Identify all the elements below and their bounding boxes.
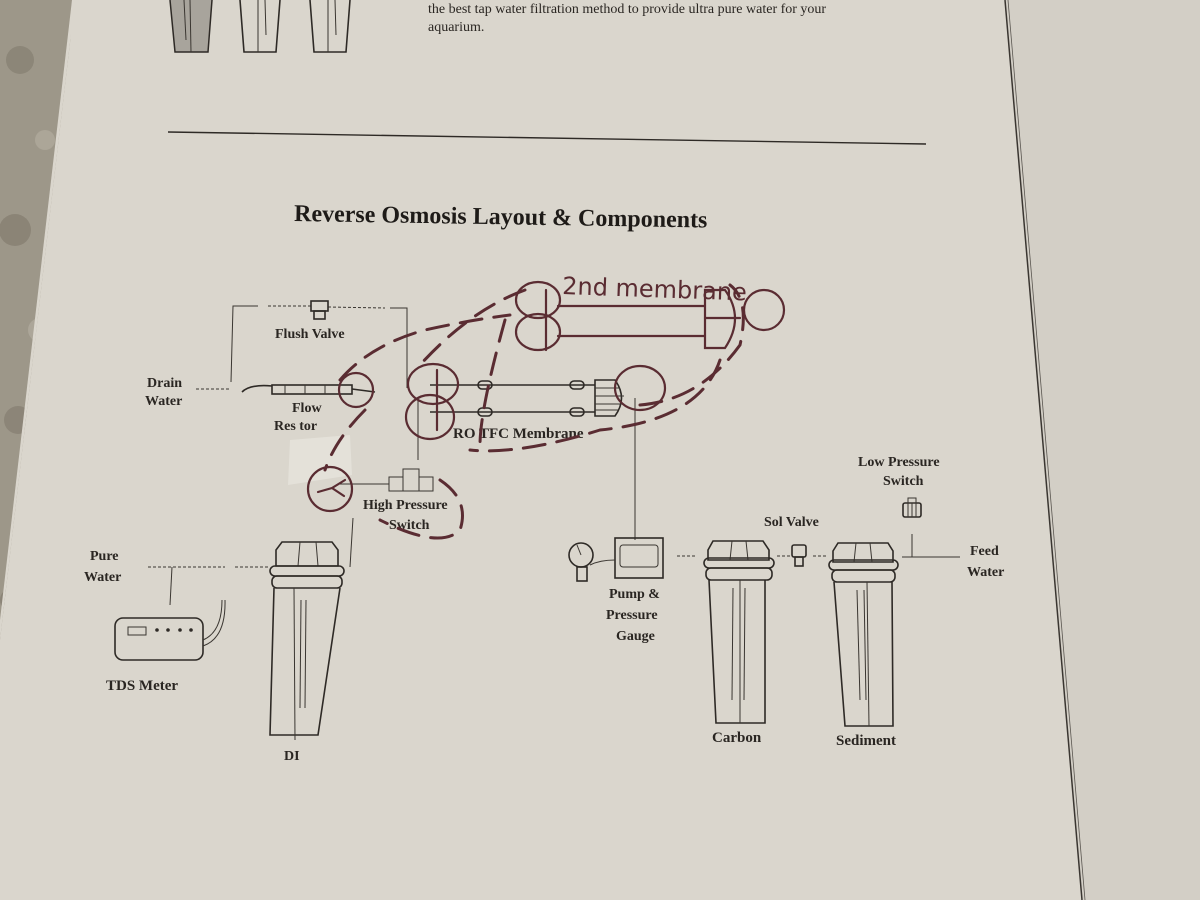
drain-water-label-1: Drain — [147, 376, 182, 391]
pump-pressure-gauge-icon — [568, 537, 695, 582]
sediment-label: Sediment — [836, 733, 896, 749]
feed-water-label-1: Feed — [970, 544, 999, 559]
intro-text-line-2: aquarium. — [428, 20, 484, 35]
handwritten-2nd-membrane-label: 2nd membrane — [562, 272, 748, 306]
flow-restrictor-label-2: Res tor — [274, 419, 317, 434]
flow-restrictor-icon — [241, 384, 376, 395]
feed-water-label-2: Water — [967, 565, 1004, 580]
flush-valve-label: Flush Valve — [275, 327, 345, 342]
pump-label-1: Pump & — [609, 587, 660, 602]
tds-meter-icon — [114, 599, 226, 661]
high-pressure-switch-label-2: Switch — [389, 518, 430, 533]
pump-label-2: Pressure — [606, 608, 658, 623]
ro-membrane-label: RO TFC Membrane — [453, 426, 584, 442]
di-label: DI — [284, 749, 300, 764]
low-pressure-switch-icon — [902, 497, 960, 558]
section-divider — [167, 131, 927, 145]
handdrawn-circle-restrictor — [337, 371, 375, 409]
top-filter-illustrations — [169, 0, 351, 53]
diagram-title: Reverse Osmosis Layout & Components — [294, 201, 708, 233]
page-edge — [1004, 0, 1083, 900]
high-pressure-switch-icon — [340, 468, 434, 568]
flush-valve-loop — [230, 300, 408, 388]
high-pressure-switch-label-1: High Pressure — [363, 498, 448, 513]
second-sheet — [1000, 0, 1200, 900]
pump-label-3: Gauge — [616, 629, 655, 644]
carbon-filter-icon — [703, 540, 792, 724]
carbon-label: Carbon — [712, 730, 762, 746]
paper-sheet — [38, 0, 1082, 900]
pure-water-label-2: Water — [84, 570, 121, 585]
flow-restrictor-label-1: Flow — [292, 401, 322, 416]
sol-valve-icon — [791, 544, 826, 567]
handdrawn-circle-tee — [306, 465, 354, 513]
sediment-filter-icon — [828, 542, 899, 727]
pure-water-label-1: Pure — [90, 549, 119, 564]
sol-valve-label: Sol Valve — [764, 515, 819, 530]
di-filter-icon — [269, 541, 345, 741]
low-pressure-switch-label-1: Low Pressure — [858, 455, 940, 470]
low-pressure-switch-label-2: Switch — [883, 474, 924, 489]
drain-water-label-2: Water — [145, 394, 182, 409]
handwritten-annotations: 2nd membrane — [306, 272, 786, 540]
intro-text-line-1: the best tap water filtration method to … — [428, 2, 826, 17]
tds-meter-label: TDS Meter — [106, 678, 178, 694]
